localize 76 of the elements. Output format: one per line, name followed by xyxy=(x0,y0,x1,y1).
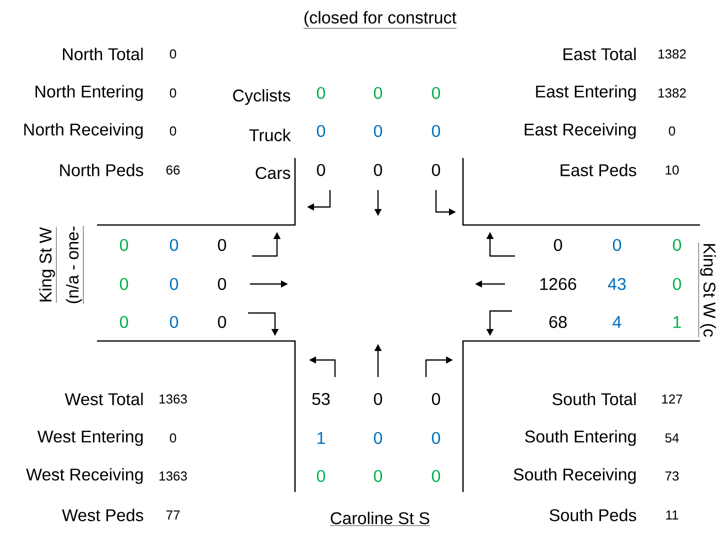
summary-label: East Entering xyxy=(536,85,636,101)
turn-count: 0 xyxy=(120,316,128,328)
turn-count: 43 xyxy=(608,278,626,290)
turn-count: 0 xyxy=(374,392,382,406)
summary-value: 0 xyxy=(668,126,676,136)
summary-label: West Peds xyxy=(62,508,144,522)
turn-count: 0 xyxy=(432,392,440,406)
summary-label: West Entering xyxy=(37,430,143,446)
street-name: Caroline St S xyxy=(330,512,430,526)
vehicle-type-label: Cars xyxy=(256,166,290,180)
summary-value: 1382 xyxy=(658,49,686,59)
summary-value: 0 xyxy=(170,88,176,98)
turn-count: 0 xyxy=(672,238,682,252)
summary-value: 1382 xyxy=(658,88,686,98)
turn-count: 0 xyxy=(316,124,326,138)
summary-value: 11 xyxy=(666,510,678,520)
summary-label: East Total xyxy=(564,48,636,60)
street-name: King St W (c xyxy=(698,242,716,338)
summary-label: North Entering xyxy=(36,85,143,101)
summary-value: 127 xyxy=(662,394,682,404)
turn-count: 0 xyxy=(170,238,178,252)
turn-count: 0 xyxy=(170,316,178,328)
turn-count: 0 xyxy=(612,238,622,252)
turn-count: 0 xyxy=(120,238,128,252)
turn-count: 0 xyxy=(218,316,226,328)
summary-value: 0 xyxy=(170,126,176,136)
summary-label: North Receiving xyxy=(24,123,143,139)
summary-label: South Peds xyxy=(550,508,636,522)
turn-count: 0 xyxy=(218,238,226,252)
street-name: (closed for construct xyxy=(303,11,457,29)
street-name: (n/a - one- xyxy=(66,226,84,304)
turn-count: 0 xyxy=(170,278,178,290)
turn-count: 53 xyxy=(312,392,330,406)
summary-label: South Entering xyxy=(525,430,636,446)
summary-label: West Receiving xyxy=(26,468,143,484)
turn-count: 0 xyxy=(316,164,326,176)
turn-count: 4 xyxy=(612,316,622,328)
turn-count: 0 xyxy=(316,86,326,100)
turn-count: 1 xyxy=(318,432,325,444)
turn-count: 0 xyxy=(316,470,326,482)
vehicle-type-label: Cyclists xyxy=(233,89,290,105)
turn-count: 0 xyxy=(432,432,440,444)
turn-count: 1 xyxy=(674,316,681,328)
turn-count: 0 xyxy=(120,278,128,290)
turn-count: 0 xyxy=(554,238,562,252)
summary-label: South Total xyxy=(552,392,636,406)
vehicle-type-label: Truck xyxy=(249,128,291,142)
summary-value: 1363 xyxy=(160,471,187,481)
summary-value: 0 xyxy=(170,49,176,59)
summary-label: West Total xyxy=(64,392,143,406)
summary-value: 10 xyxy=(666,165,679,175)
turn-count: 68 xyxy=(549,316,567,328)
summary-label: East Receiving xyxy=(524,123,636,139)
summary-value: 1363 xyxy=(160,394,187,404)
summary-value: 0 xyxy=(170,433,176,443)
summary-value: 66 xyxy=(166,165,180,175)
street-name: King St W xyxy=(39,227,57,303)
turn-count: 0 xyxy=(432,470,440,482)
turn-count: 0 xyxy=(432,164,440,176)
turn-count: 0 xyxy=(218,278,226,290)
turn-count: 0 xyxy=(374,86,382,100)
summary-value: 54 xyxy=(665,433,679,443)
turn-count: 1266 xyxy=(540,278,576,290)
summary-label: East Peds xyxy=(560,164,636,176)
summary-label: North Peds xyxy=(60,164,144,176)
summary-value: 73 xyxy=(665,471,679,481)
turn-count: 0 xyxy=(672,278,682,290)
turn-count: 0 xyxy=(374,164,382,176)
turn-count: 0 xyxy=(432,86,440,100)
summary-label: South Receiving xyxy=(514,468,636,484)
summary-label: North Total xyxy=(63,48,143,60)
summary-value: 77 xyxy=(166,510,180,520)
turn-count: 0 xyxy=(432,124,440,138)
turn-count: 0 xyxy=(374,432,382,444)
turn-count: 0 xyxy=(374,124,382,138)
turn-count: 0 xyxy=(374,470,382,482)
